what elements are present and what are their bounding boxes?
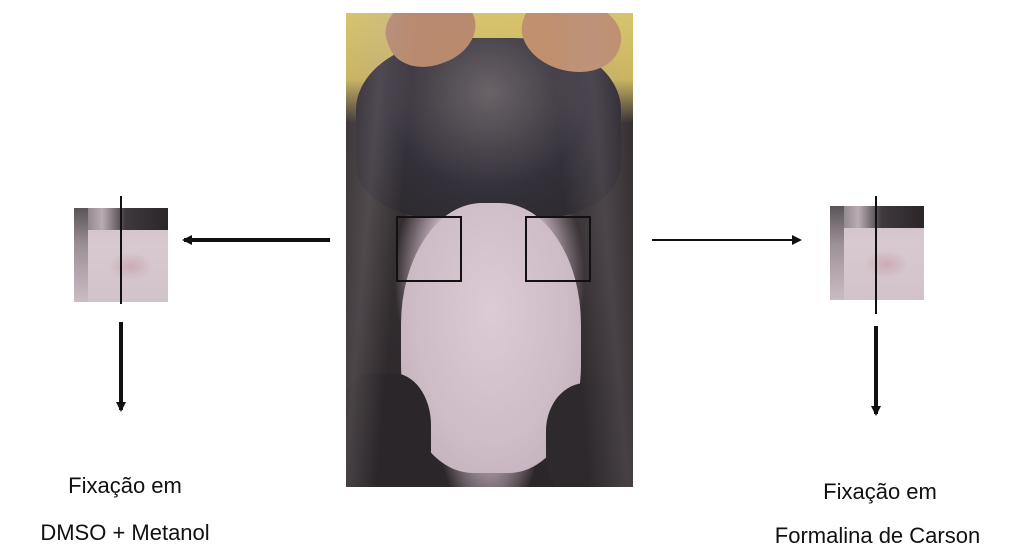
label-left-line1: Fixação em xyxy=(30,473,220,499)
label-right-line2: Formalina de Carson xyxy=(737,523,1018,549)
cut-line-left xyxy=(120,196,122,304)
cut-line-right xyxy=(875,196,877,314)
label-left-line2: DMSO + Metanol xyxy=(10,520,240,546)
sample-region-left xyxy=(396,216,462,282)
label-right-line1: Fixação em xyxy=(780,479,980,505)
sample-region-right xyxy=(525,216,591,282)
skin-sample-right xyxy=(830,206,924,300)
